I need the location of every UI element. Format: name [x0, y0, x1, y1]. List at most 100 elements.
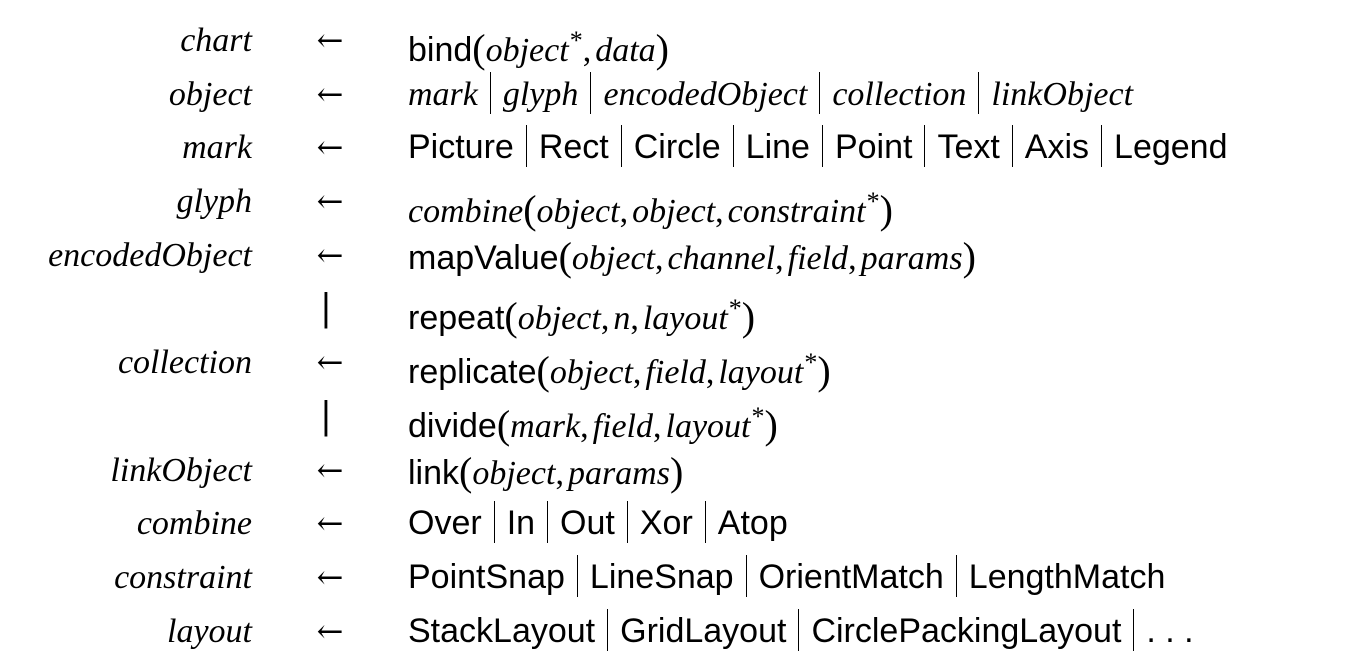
- separator-bar: [1011, 125, 1013, 168]
- rule-rhs: link(object,params): [408, 444, 683, 501]
- star-marker: *: [866, 187, 880, 217]
- argument: n: [613, 300, 631, 338]
- argument: field: [645, 354, 706, 392]
- production-arrow: ←: [316, 21, 344, 59]
- argument: layout: [665, 407, 751, 445]
- argument: data: [595, 32, 656, 69]
- alternative: . . .: [1146, 611, 1194, 650]
- separator-bar: [955, 554, 957, 597]
- close-paren: ): [741, 294, 756, 340]
- grammar-rule: |divide(mark,field,layout*): [0, 390, 1366, 447]
- separator-bar: [732, 125, 734, 168]
- rule-lhs: encodedObject: [48, 236, 252, 274]
- close-paren: ): [669, 448, 684, 494]
- rule-rhs: replicate(object,field,layout*): [408, 336, 831, 400]
- alternative: Xor: [639, 504, 693, 543]
- alternative-bar: |: [319, 288, 333, 330]
- production-arrow: ←: [316, 182, 344, 221]
- rule-rhs: repeat(object,n,layout*): [408, 282, 755, 346]
- argument: object: [571, 239, 655, 277]
- separator-bar: [1133, 608, 1135, 651]
- separator-bar: [590, 71, 592, 114]
- comma: ,: [775, 239, 784, 277]
- alternative: Legend: [1114, 128, 1228, 167]
- rule-lhs: object: [168, 75, 252, 113]
- function-name: divide: [408, 406, 497, 445]
- separator-bar: [924, 125, 926, 168]
- rule-lhs: chart: [180, 22, 252, 59]
- separator-bar: [607, 608, 609, 651]
- close-paren: ): [764, 401, 778, 447]
- argument: params: [567, 454, 670, 492]
- rule-lhs: linkObject: [110, 451, 252, 489]
- rule-rhs: bind(object*,data): [408, 14, 669, 78]
- comma: ,: [600, 300, 610, 338]
- separator-bar: [576, 554, 578, 597]
- open-paren: (: [496, 401, 511, 447]
- alternative: Text: [937, 128, 1000, 167]
- alternative: Axis: [1024, 128, 1090, 167]
- comma: ,: [619, 193, 629, 231]
- rule-lhs: layout: [167, 612, 252, 650]
- production-arrow: ←: [316, 128, 344, 167]
- comma: ,: [582, 32, 592, 69]
- alternative: glyph: [502, 75, 579, 113]
- alternative: Picture: [408, 128, 514, 167]
- close-paren: ): [655, 26, 669, 71]
- alternative: Point: [834, 128, 913, 167]
- separator-bar: [547, 501, 549, 544]
- comma: ,: [705, 354, 715, 392]
- production-arrow: ←: [316, 504, 344, 543]
- comma: ,: [555, 454, 564, 492]
- star-marker: *: [804, 348, 818, 378]
- close-paren: ): [817, 348, 831, 394]
- separator-bar: [626, 501, 628, 544]
- separator-bar: [525, 125, 527, 168]
- function-name: link: [408, 453, 460, 492]
- comma: ,: [630, 300, 639, 338]
- comma: ,: [848, 239, 857, 277]
- argument: layout: [642, 300, 728, 338]
- alternative: Over: [408, 504, 482, 543]
- star-marker: *: [728, 294, 742, 324]
- grammar-rule: encodedObject←mapValue(object,channel,fi…: [0, 229, 1366, 283]
- separator-bar: [493, 501, 495, 544]
- function-name: mapValue: [408, 238, 559, 277]
- grammar-rule: chart←bind(object*,data): [0, 14, 1366, 71]
- alternative: StackLayout: [408, 611, 596, 650]
- alternative: Circle: [633, 128, 721, 167]
- function-name: combine: [408, 193, 524, 231]
- rule-lhs: collection: [117, 344, 252, 382]
- separator-bar: [489, 71, 491, 114]
- grammar-rule: glyph←combine(object,object,constraint*): [0, 175, 1366, 232]
- alternative: collection: [832, 75, 967, 113]
- rule-rhs: combine(object,object,constraint*): [408, 175, 893, 239]
- separator-bar: [745, 554, 747, 597]
- separator-bar: [704, 501, 706, 544]
- production-arrow: ←: [316, 450, 344, 489]
- argument: object: [632, 193, 716, 231]
- comma: ,: [653, 407, 662, 445]
- grammar-rule: |repeat(object,n,layout*): [0, 282, 1366, 339]
- rule-rhs: divide(mark,field,layout*): [408, 390, 778, 454]
- argument: params: [860, 239, 963, 277]
- alternative: LengthMatch: [968, 557, 1166, 596]
- alternative: encodedObject: [603, 75, 808, 113]
- comma: ,: [715, 193, 724, 231]
- alternative: In: [506, 504, 536, 543]
- open-paren: (: [472, 26, 486, 71]
- comma: ,: [580, 407, 589, 445]
- separator-bar: [819, 71, 821, 114]
- argument: object: [536, 193, 620, 231]
- alternative: CirclePackingLayout: [811, 611, 1122, 650]
- open-paren: (: [523, 187, 537, 233]
- production-arrow: ←: [316, 235, 344, 274]
- rule-lhs: combine: [136, 505, 252, 543]
- argument: constraint: [727, 193, 866, 231]
- rule-lhs: constraint: [114, 558, 252, 596]
